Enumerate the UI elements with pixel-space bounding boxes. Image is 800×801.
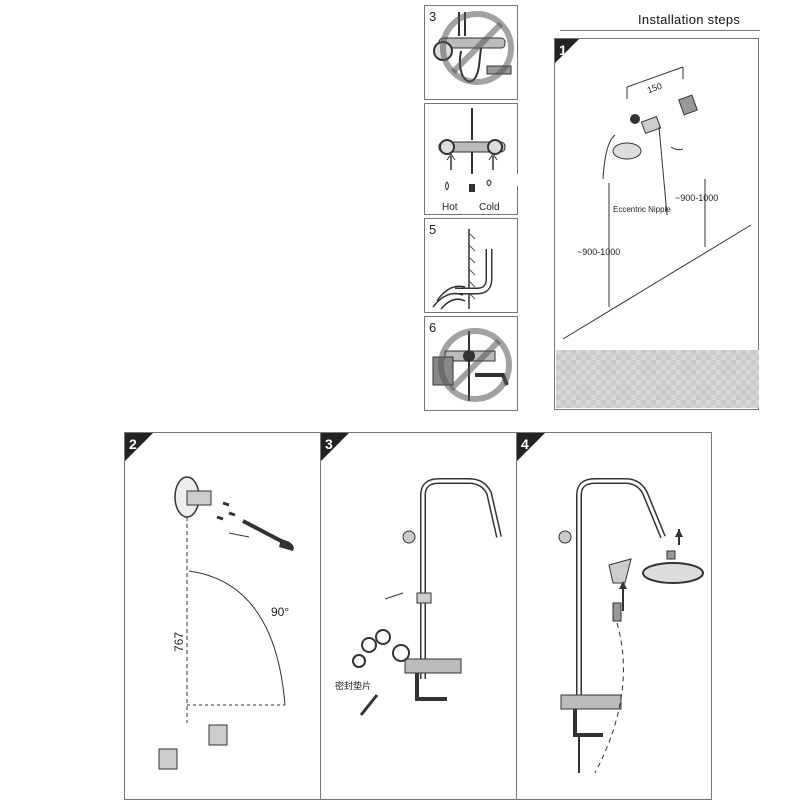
step-4-number: 4 [521, 436, 529, 452]
cold-label: Cold [479, 202, 500, 213]
step-1-panel: 1 150 Eccentric Nipple ~900-1000 ~900-10… [554, 38, 759, 410]
floor-pattern [556, 350, 759, 408]
step-1-number: 1 [559, 42, 567, 58]
step-number: 5 [429, 222, 437, 237]
gasket-label: 密封垫片 [335, 681, 372, 691]
title-divider [560, 30, 760, 31]
pipe-flush-illustration [432, 229, 493, 310]
step-number: 3 [429, 9, 437, 24]
hose-warning-illustration [433, 11, 514, 85]
step-4-panel: 4 [516, 432, 712, 800]
step-1-wall-diagram [555, 39, 752, 340]
step-4-final-assembly-diagram [517, 433, 704, 774]
step-2-panel: 2 767 90° [124, 432, 323, 800]
step-3-number: 3 [325, 436, 333, 452]
small-step-4: Hot Cold [424, 103, 519, 215]
step-2-number: 2 [129, 436, 137, 452]
step-3-assembly-diagram [321, 433, 502, 716]
height-dimension-right: ~900-1000 [675, 193, 719, 203]
overtighten-warning-illustration [432, 328, 512, 402]
angle-label: 90° [271, 605, 290, 619]
small-step-6: 6 [424, 316, 518, 411]
small-step-3: 3 [424, 5, 518, 100]
step-2-wall-mount-diagram [125, 433, 294, 770]
hot-label: Hot [442, 202, 458, 213]
small-step-5: 5 [424, 218, 518, 313]
step-number: 6 [429, 320, 437, 335]
nipple-label: Eccentric Nipple [613, 205, 671, 214]
height-dimension: 767 [172, 631, 187, 653]
height-dimension-left: ~900-1000 [577, 247, 621, 257]
valve-hot-cold-illustration [425, 108, 519, 192]
step-3-panel: 3 密封垫片 [320, 432, 519, 800]
page-title: Installation steps [638, 12, 741, 27]
